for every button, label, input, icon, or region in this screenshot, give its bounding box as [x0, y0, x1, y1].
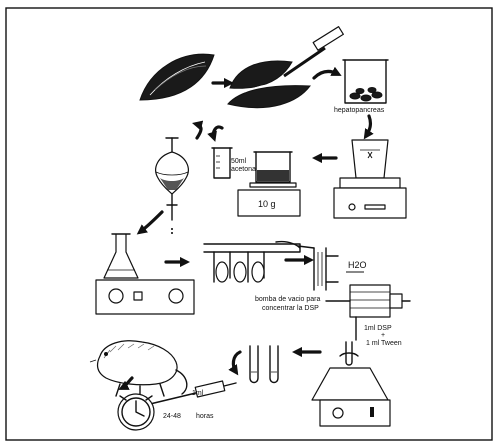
vortex-mixer: [311, 341, 391, 427]
arrow-injection-site: [118, 376, 134, 390]
arrow-2: [312, 66, 342, 80]
acetone-cylinder: [207, 125, 233, 179]
acetone-volume-label: 50ml: [231, 158, 247, 165]
water-label: H2O: [348, 260, 367, 270]
arrow-pour: [207, 125, 224, 142]
blender-illustration: [333, 139, 407, 219]
vacuum-pump: [325, 284, 411, 318]
knife-handle: [312, 26, 344, 51]
diagram-frame: [5, 7, 493, 441]
plus-label: +: [381, 332, 385, 339]
mussel-illustration: [139, 53, 215, 101]
opened-mussel-illustration: [227, 26, 344, 109]
condenser-trap: [297, 245, 339, 291]
clock-illustration: [117, 393, 155, 431]
dose-label: 1ml: [192, 390, 204, 397]
arrow-10: [228, 350, 242, 376]
arrow-5: [192, 120, 204, 140]
weight-label: 10 g: [258, 199, 276, 209]
separatory-funnel: [155, 137, 189, 234]
mouse-illustration: [89, 340, 188, 399]
pump-label-line1: bomba de vacio para: [255, 296, 320, 303]
tween-label: 1 ml Tween: [366, 340, 402, 347]
test-tubes: [228, 345, 279, 384]
beaker-on-balance: [237, 151, 301, 217]
syringe: [149, 380, 237, 405]
hepatopancreas-label: hepatopancreas: [334, 107, 385, 114]
hepatopancreas-beaker: [342, 59, 389, 104]
time-range-label: 24-48: [163, 413, 181, 420]
vacuum-manifold: [203, 240, 301, 283]
acetone-label: acetona: [231, 166, 256, 173]
arrow-6: [136, 210, 164, 235]
pump-label-line2: concentrar la DSP: [262, 305, 319, 312]
stirred-flask: [95, 233, 195, 315]
time-unit-label: horas: [196, 413, 214, 420]
dsp-label: 1ml DSP: [364, 325, 392, 332]
arrow-3: [363, 114, 374, 140]
